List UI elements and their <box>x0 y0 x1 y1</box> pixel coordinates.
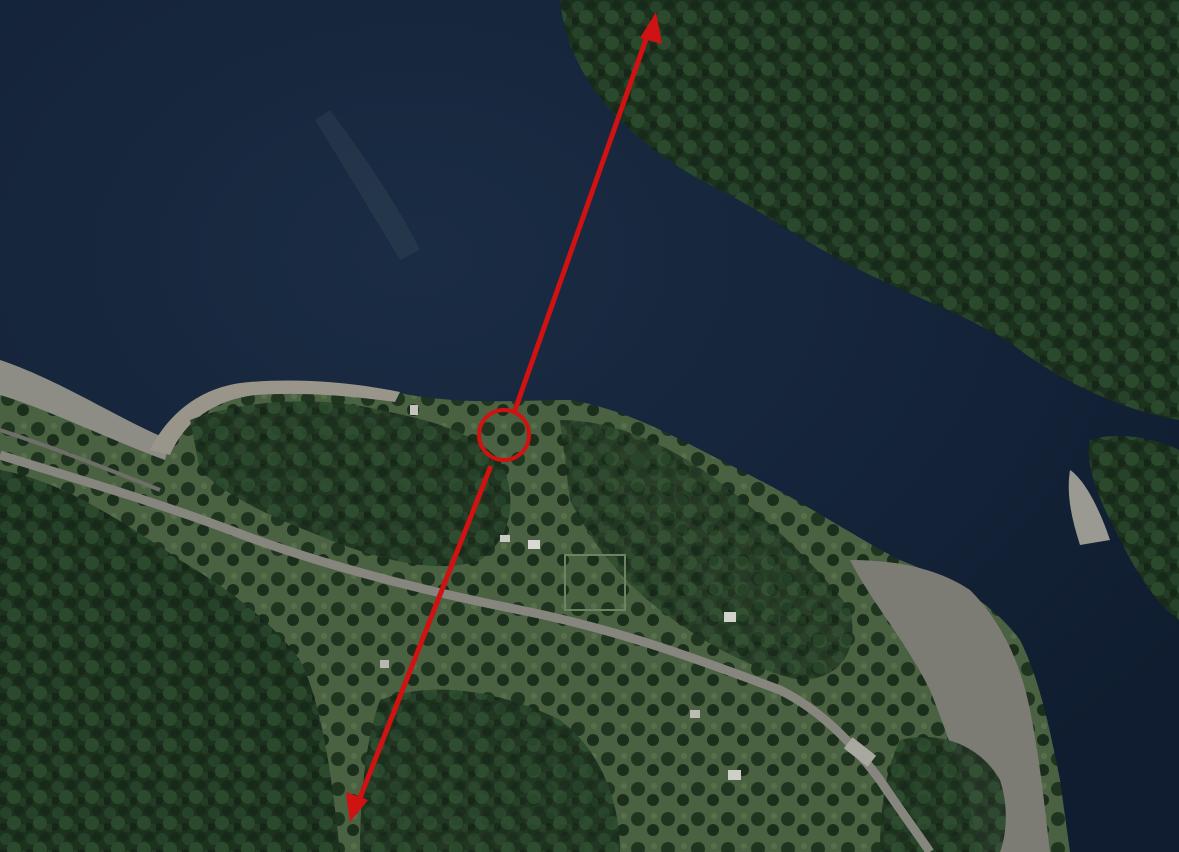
bridge <box>843 737 877 767</box>
measurement-annotation <box>346 12 662 822</box>
tree-cluster-east <box>560 420 853 680</box>
arrowhead-icon <box>346 792 368 822</box>
road <box>0 450 934 852</box>
arrow-shaft-south <box>353 465 493 811</box>
building <box>500 535 510 542</box>
building <box>380 660 389 668</box>
arrowhead-icon <box>640 12 662 44</box>
building <box>528 540 540 549</box>
building <box>690 710 700 718</box>
forest-bottom-left <box>0 470 340 852</box>
field-plot <box>564 554 626 611</box>
arrow-shaft-north <box>512 25 653 413</box>
building <box>410 405 418 415</box>
beach-point <box>150 380 400 455</box>
building <box>728 770 741 780</box>
tree-cluster-peninsula <box>190 401 511 567</box>
tree-cluster-south <box>360 689 620 852</box>
railway <box>0 428 161 492</box>
forest-top-right <box>560 0 1179 420</box>
shallow-water-streak <box>315 110 420 260</box>
forest-right-island <box>1088 435 1179 620</box>
beach-strip <box>0 360 170 460</box>
building <box>724 612 736 622</box>
riverbank-gravel <box>850 560 1050 852</box>
circle-marker <box>477 408 531 462</box>
sandbar-right <box>1068 470 1110 545</box>
